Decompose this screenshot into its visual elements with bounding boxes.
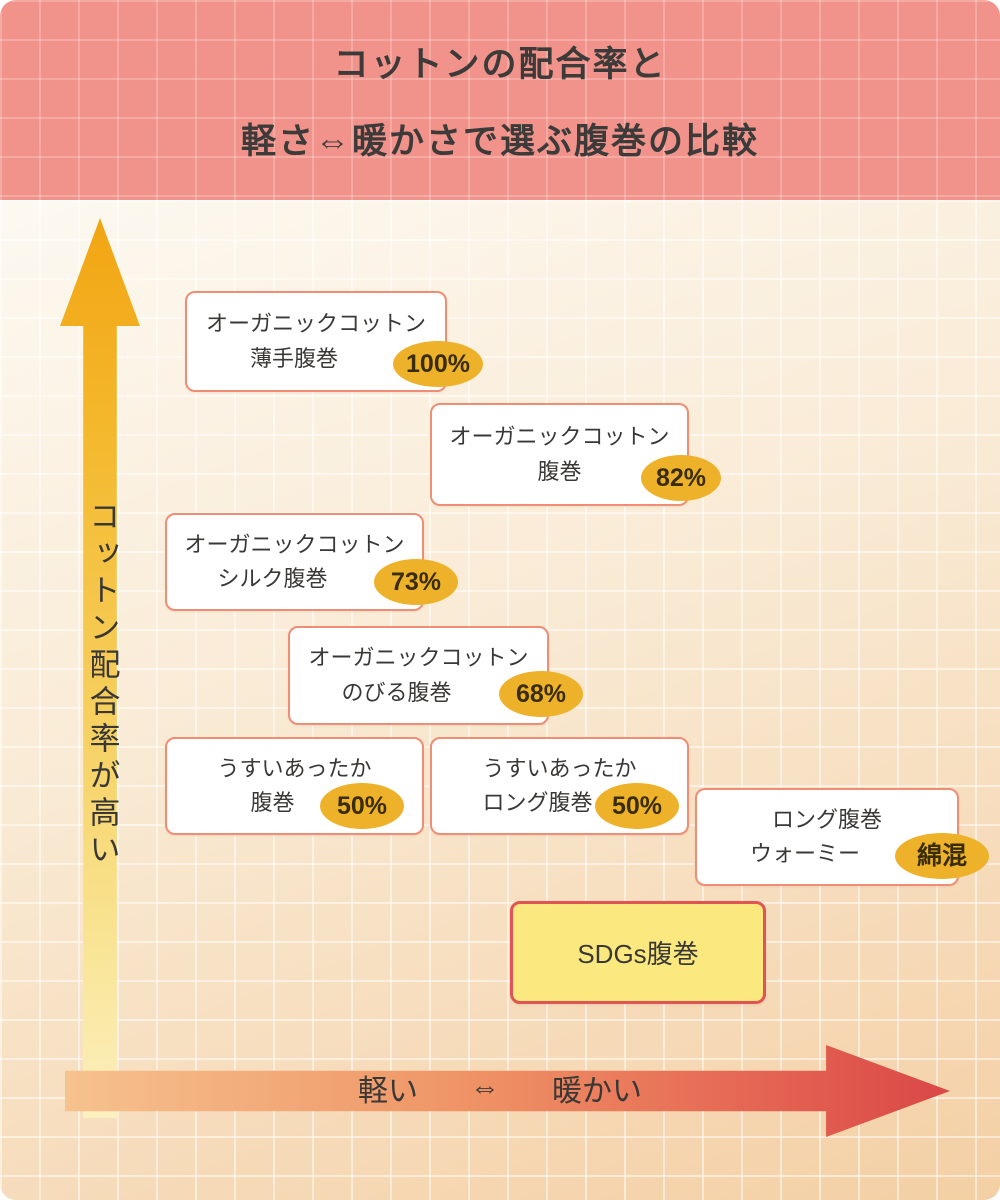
card-title-line2: のびる腹巻 <box>341 679 452 705</box>
card-title-line1: うすいあったか <box>482 755 637 781</box>
x-axis-label-warm: 暖かい <box>552 1075 642 1108</box>
card-title-line1: うすいあったか <box>217 755 372 781</box>
ratio-badge: 82% <box>641 455 721 501</box>
product-card-organic: オーガニックコットン 腹巻 82% <box>430 403 721 506</box>
product-card-thin-warm-long: うすいあったか ロング腹巻 50% <box>430 737 689 835</box>
card-title-line2: 腹巻 <box>250 790 295 815</box>
ratio-badge: 綿混 <box>895 833 989 879</box>
x-axis-labels: 軽い ⇔ 暖かい <box>0 1058 1000 1118</box>
ratio-badge: 68% <box>499 671 583 717</box>
sdgs-card: SDGs腹巻 <box>510 901 766 1004</box>
product-card-organic-stretch: オーガニックコットン のびる腹巻 68% <box>288 626 583 725</box>
sdgs-card-label: SDGs腹巻 <box>577 939 699 969</box>
card-title-line1: オーガニックコットン <box>184 531 405 557</box>
y-axis-label: コットン配合率が高い <box>84 500 120 870</box>
product-card-long-warmy: ロング腹巻 ウォーミー 綿混 <box>695 788 989 886</box>
product-card-organic-silk: オーガニックコットン シルク腹巻 73% <box>165 513 458 611</box>
card-title-line2: ウォーミー <box>749 841 860 866</box>
card-title-line1: オーガニックコットン <box>449 424 670 450</box>
product-card-thin-warm: うすいあったか 腹巻 50% <box>165 737 424 835</box>
ratio-badge: 73% <box>374 559 458 605</box>
x-axis-double-arrow-icon: ⇔ <box>470 1071 500 1104</box>
card-title-line1: オーガニックコットン <box>308 645 529 671</box>
ratio-badge: 50% <box>320 783 404 829</box>
page-title-line1: コットンの配合率と <box>333 45 667 84</box>
product-card-organic-thin: オーガニックコットン 薄手腹巻 100% <box>185 291 483 392</box>
card-title-line2: 薄手腹巻 <box>249 345 338 371</box>
card-title-line2: 腹巻 <box>537 458 582 484</box>
card-title-line1: オーガニックコットン <box>205 311 426 337</box>
card-title-line2: ロング腹巻 <box>482 790 593 815</box>
chart-area: コットン配合率が高い 軽い ⇔ 暖かい オーガニックコットン 薄手腹巻 100%… <box>0 200 1000 1200</box>
ratio-badge: 50% <box>595 783 679 829</box>
page-title-line2: 軽さ⇔暖かさで選ぶ腹巻の比較 <box>240 122 759 161</box>
card-title-line1: ロング腹巻 <box>771 806 882 832</box>
card-title-line2: シルク腹巻 <box>217 566 328 591</box>
header-banner: コットンの配合率と 軽さ⇔暖かさで選ぶ腹巻の比較 <box>0 0 1000 200</box>
x-axis-label-light: 軽い <box>358 1075 418 1108</box>
ratio-badge: 100% <box>393 341 483 387</box>
